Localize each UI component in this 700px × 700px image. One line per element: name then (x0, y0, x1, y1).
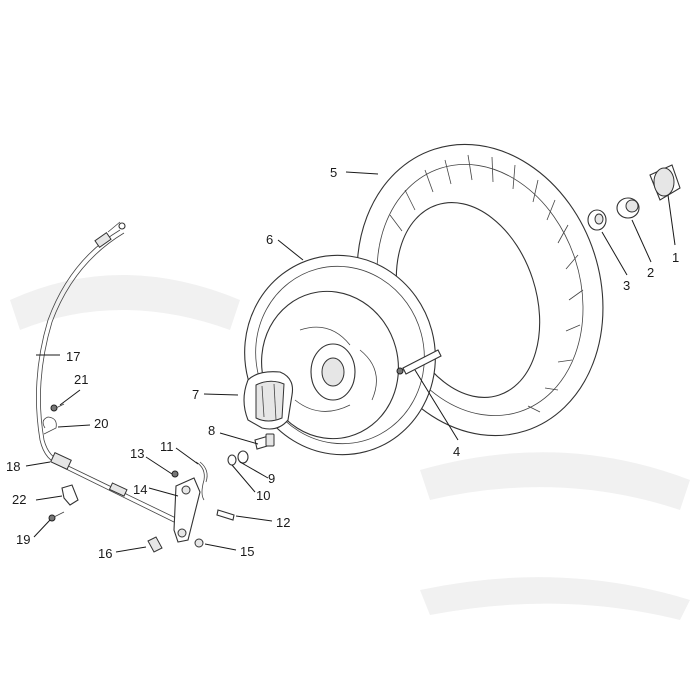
callout-15: 15 (240, 544, 254, 559)
bracket-bolt (48, 511, 65, 522)
callout-14: 14 (133, 482, 147, 497)
callout-4: 4 (453, 444, 460, 459)
callout-10: 10 (256, 488, 270, 503)
callout-21: 21 (74, 372, 88, 387)
cable-clip (42, 416, 57, 435)
leader-lines (25, 171, 676, 553)
callout-11: 11 (160, 439, 174, 454)
callout-17: 17 (66, 349, 80, 364)
brake-lever (173, 477, 201, 543)
callout-9: 9 (268, 471, 275, 486)
callout-3: 3 (623, 278, 630, 293)
callout-6: 6 (266, 232, 273, 247)
lever-pivot-bolt (194, 538, 204, 548)
return-spring (195, 461, 208, 501)
cable-bracket (61, 484, 79, 506)
clip-screw (50, 403, 65, 412)
brake-cable (36, 221, 181, 525)
callout-5: 5 (330, 165, 337, 180)
callout-numbers: 1 2 3 4 5 6 7 8 9 10 11 12 13 14 15 16 1… (6, 165, 679, 561)
callout-19: 19 (16, 532, 30, 547)
cable-adjuster (50, 452, 72, 470)
callout-2: 2 (647, 265, 654, 280)
brake-cam-spindle (254, 433, 275, 450)
background-watermark (10, 275, 690, 620)
wheel-rim (244, 254, 436, 456)
callout-18: 18 (6, 459, 20, 474)
callout-16: 16 (98, 546, 112, 561)
callout-7: 7 (192, 387, 199, 402)
washers (227, 450, 249, 466)
oil-seal (587, 209, 607, 231)
callout-22: 22 (12, 492, 26, 507)
spacer-bushing (616, 197, 640, 219)
callout-20: 20 (94, 416, 108, 431)
callout-8: 8 (208, 423, 215, 438)
lever-bolt (216, 509, 235, 521)
lever-pin (147, 536, 163, 553)
callout-13: 13 (130, 446, 144, 461)
callout-12: 12 (276, 515, 290, 530)
lever-nut (171, 470, 179, 478)
brake-shoes (243, 371, 294, 430)
valve (396, 349, 442, 375)
hub-cap (649, 164, 681, 201)
callout-1: 1 (672, 250, 679, 265)
